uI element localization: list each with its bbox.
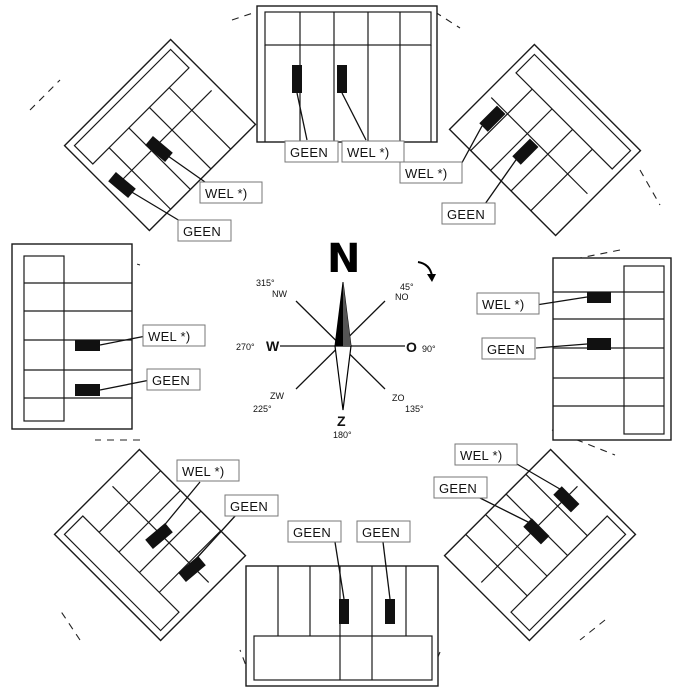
compass-label-nw: NW bbox=[272, 289, 287, 299]
compass-deg-w: 270° bbox=[236, 342, 255, 352]
label-w-geen: GEEN bbox=[152, 373, 190, 388]
label-box-w-geen bbox=[146, 368, 201, 391]
marker-w-geen bbox=[75, 384, 100, 396]
label-boxes: GEEN WEL *) WEL *) GEEN WEL *) GEEN WEL … bbox=[142, 140, 540, 543]
label-box-nw-wel bbox=[199, 181, 263, 204]
marker-ne-geen bbox=[512, 138, 539, 165]
compass-deg-s: 180° bbox=[333, 430, 352, 440]
label-se-wel: WEL *) bbox=[460, 448, 503, 463]
marker-e-wel bbox=[587, 292, 611, 303]
unit-markers bbox=[75, 65, 611, 624]
label-box-nw-geen bbox=[177, 219, 232, 242]
house-west bbox=[11, 243, 133, 430]
marker-n-geen bbox=[292, 65, 302, 93]
compass-rose: N W O Z 270° 90° 180° 45° NO 315° NW ZW … bbox=[236, 236, 436, 440]
label-ne-wel: WEL *) bbox=[405, 166, 448, 181]
label-box-sw-wel bbox=[176, 459, 240, 482]
compass-needle-south bbox=[334, 345, 352, 411]
marker-ne-wel bbox=[479, 105, 506, 132]
house-northeast bbox=[448, 43, 642, 237]
label-connectors bbox=[99, 92, 588, 600]
compass-west-letter: W bbox=[266, 338, 280, 354]
rotation-arrow-icon bbox=[417, 261, 433, 277]
label-n-wel: WEL *) bbox=[347, 145, 390, 160]
marker-se-wel bbox=[553, 486, 580, 513]
compass-deg-ne: 45° bbox=[400, 282, 414, 292]
compass-needle-north-shade bbox=[343, 282, 351, 346]
label-se-geen: GEEN bbox=[439, 481, 477, 496]
label-box-se-wel bbox=[454, 443, 518, 466]
label-box-e-geen bbox=[481, 337, 536, 360]
label-s-geen: GEEN bbox=[293, 525, 331, 540]
marker-e-geen bbox=[587, 338, 611, 350]
label-n-geen: GEEN bbox=[290, 145, 328, 160]
label-sw-geen: GEEN bbox=[230, 499, 268, 514]
label-box-n-geen bbox=[284, 140, 339, 163]
label-box-ne-wel bbox=[399, 161, 463, 184]
label-s-geen-2: GEEN bbox=[362, 525, 400, 540]
compass-deg-se: 135° bbox=[405, 404, 424, 414]
marker-s-geen-2 bbox=[385, 599, 395, 624]
marker-sw-wel bbox=[145, 523, 173, 549]
label-e-wel: WEL *) bbox=[482, 297, 525, 312]
label-box-n-wel bbox=[341, 140, 405, 163]
marker-sw-geen bbox=[178, 556, 206, 582]
label-sw-wel: WEL *) bbox=[182, 464, 225, 479]
marker-nw-wel bbox=[145, 136, 173, 162]
marker-nw-geen bbox=[108, 172, 136, 198]
label-box-se-geen bbox=[433, 476, 488, 499]
label-ne-geen: GEEN bbox=[447, 207, 485, 222]
compass-north-letter: N bbox=[327, 236, 360, 282]
house-east bbox=[552, 257, 672, 441]
compass-deg-sw: 225° bbox=[253, 404, 272, 414]
label-e-geen: GEEN bbox=[487, 342, 525, 357]
label-box-sw-geen bbox=[224, 494, 279, 517]
compass-deg-nw: 315° bbox=[256, 278, 275, 288]
compass-south-letter: Z bbox=[337, 413, 346, 429]
compass-deg-e: 90° bbox=[422, 344, 436, 354]
label-box-e-wel bbox=[476, 292, 540, 315]
label-nw-geen: GEEN bbox=[183, 224, 221, 239]
house-southeast bbox=[443, 448, 637, 642]
label-nw-wel: WEL *) bbox=[205, 186, 248, 201]
marker-se-geen bbox=[523, 518, 550, 545]
compass-label-sw: ZW bbox=[270, 391, 284, 401]
house-south bbox=[245, 565, 439, 687]
marker-w-wel bbox=[75, 340, 100, 351]
compass-label-ne: NO bbox=[395, 292, 409, 302]
label-box-s-geen-2 bbox=[356, 520, 411, 543]
marker-s-geen bbox=[339, 599, 349, 624]
compass-east-letter: O bbox=[406, 339, 417, 355]
compass-label-se: ZO bbox=[392, 393, 405, 403]
rotation-arrowhead-icon bbox=[427, 274, 436, 282]
label-box-ne-geen bbox=[441, 202, 496, 225]
label-box-s-geen bbox=[287, 520, 342, 543]
marker-n-wel bbox=[337, 65, 347, 93]
label-box-w-wel bbox=[142, 324, 206, 347]
house-north bbox=[256, 5, 438, 143]
label-w-wel: WEL *) bbox=[148, 329, 191, 344]
